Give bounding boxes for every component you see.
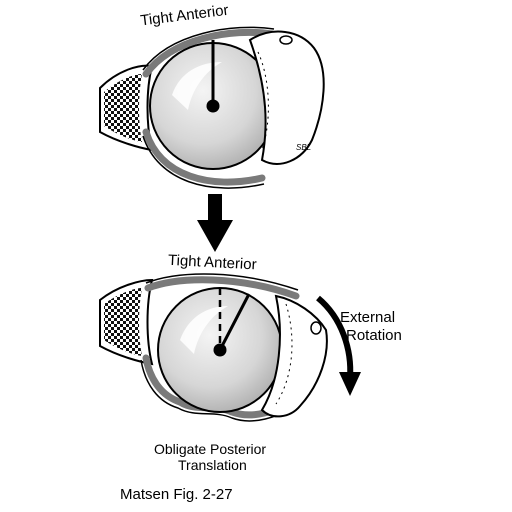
- bottom-center-dot: [213, 343, 227, 357]
- bottom-rotated-line: [218, 293, 251, 351]
- bottom-tight-anterior-label: Tight Anterior: [168, 252, 257, 274]
- bottom-tuberosity-hole: [310, 321, 322, 335]
- rotation-label-line2: Rotation: [346, 327, 402, 344]
- bottom-glenoid-cancellous: [104, 288, 142, 356]
- translation-label-line1: Obligate Posterior: [154, 441, 266, 457]
- top-capsule-outline: [142, 26, 275, 189]
- top-humerus-shaft: [248, 30, 325, 165]
- top-signature: SBL: [296, 143, 311, 152]
- top-head-highlight: [172, 62, 222, 110]
- top-center-dot: [206, 99, 220, 113]
- top-tight-anterior-label: Tight Anterior: [139, 2, 229, 30]
- translation-label-line2: Translation: [178, 457, 247, 473]
- top-shoulder-illustration: Tight Anterior SBL: [99, 2, 325, 189]
- external-rotation-arrow-icon: [316, 295, 361, 396]
- bottom-capsule-outline: [140, 273, 299, 422]
- bottom-shoulder-illustration: Tight Anterior: [99, 252, 328, 422]
- top-physeal-dashes: [257, 51, 269, 151]
- top-capsule: [142, 28, 276, 186]
- bottom-head-highlight: [180, 306, 228, 354]
- top-tuberosity-hole: [279, 35, 293, 45]
- rotation-label-line1: External: [340, 309, 395, 326]
- figure-caption: Matsen Fig. 2-27: [120, 486, 233, 503]
- top-glenoid-cancellous: [104, 74, 142, 142]
- down-arrow-icon: [197, 194, 233, 252]
